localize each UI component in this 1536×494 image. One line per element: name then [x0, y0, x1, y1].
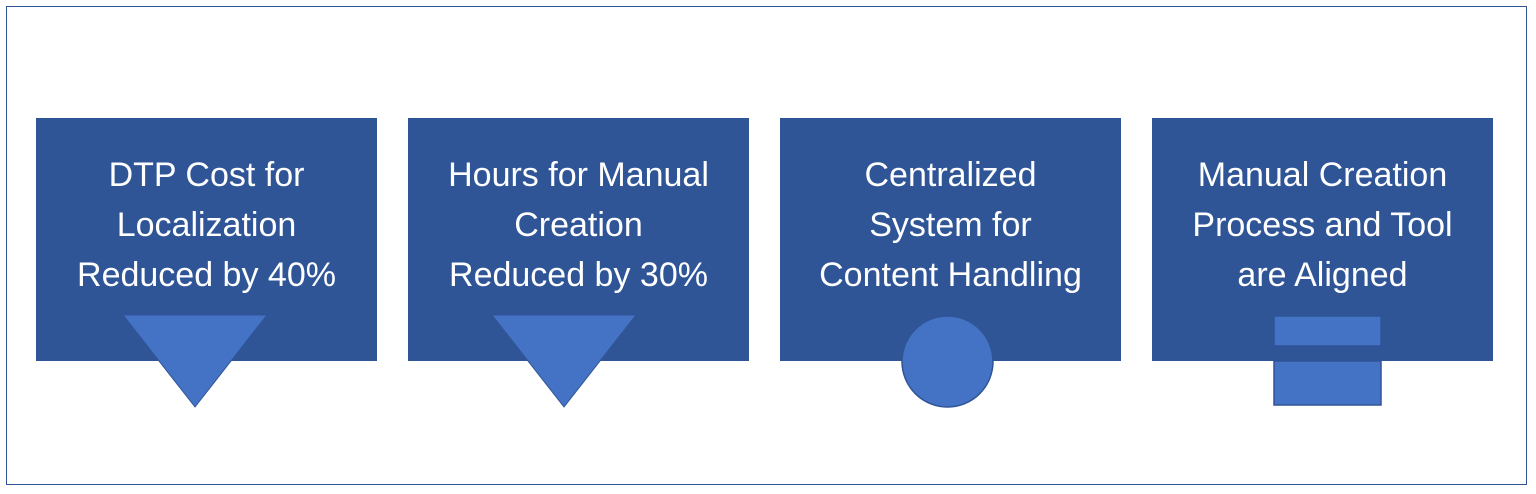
card-text: Manual Creation Process and Tool are Ali…	[1192, 156, 1453, 294]
down-triangle-icon	[490, 314, 638, 408]
card-text: Centralized System for Content Handling	[819, 156, 1082, 294]
down-triangle-icon	[121, 314, 269, 408]
equals-sign-icon	[1273, 315, 1384, 407]
card-text: Hours for Manual Creation Reduced by 30%	[448, 156, 709, 294]
card-text: DTP Cost for Localization Reduced by 40%	[77, 156, 336, 294]
circle-icon	[901, 315, 994, 408]
